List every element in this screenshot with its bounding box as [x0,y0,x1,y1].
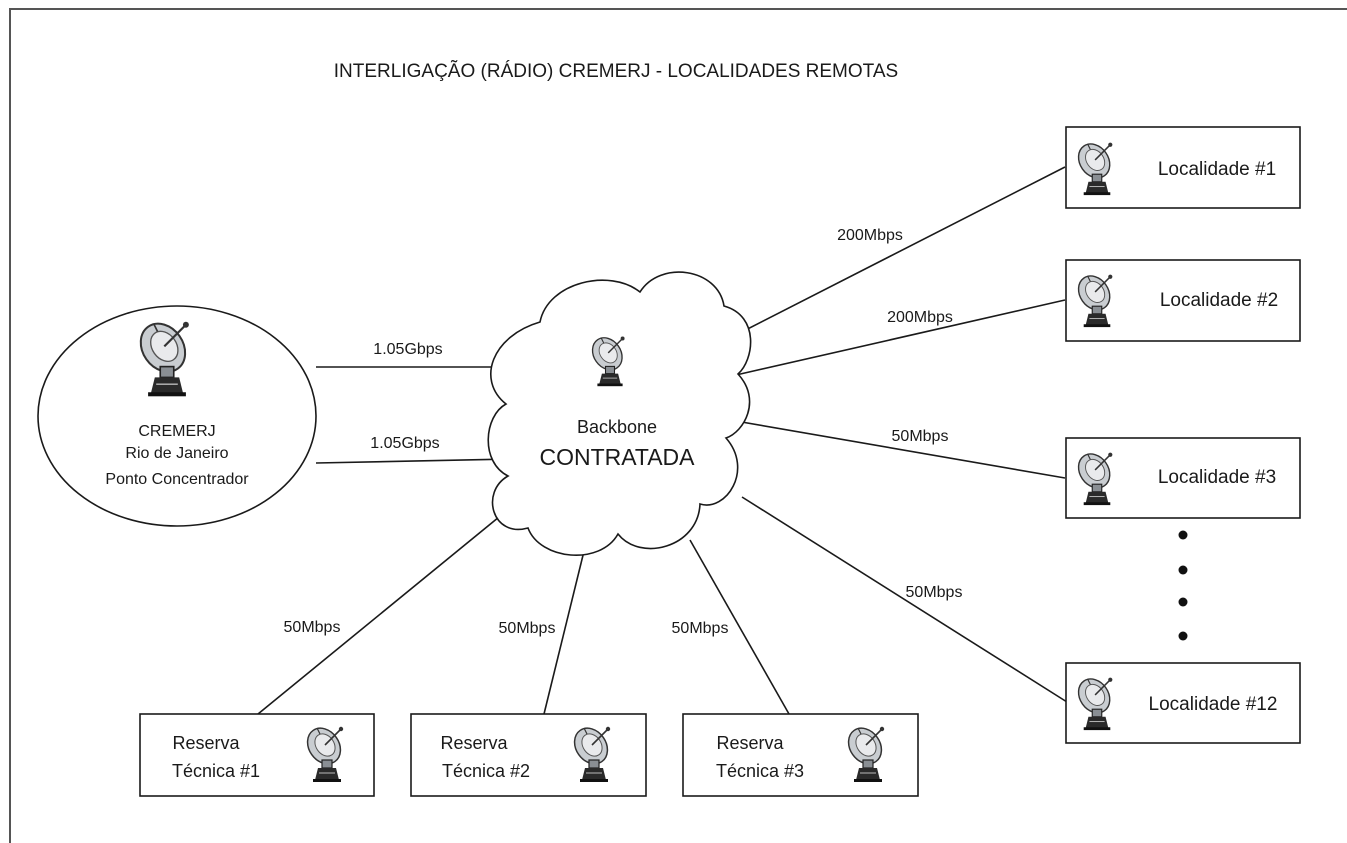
reserva-label: Reserva [440,733,508,753]
localidade-label: Localidade #2 [1160,290,1278,311]
backbone-cloud [487,271,752,556]
hub-label-name: CREMERJ [138,423,215,440]
backbone-sublabel: CONTRATADA [539,444,695,470]
reserva-label: Reserva [172,733,240,753]
hub-label-city: Rio de Janeiro [125,445,228,462]
reserva-label: Técnica #1 [172,761,260,781]
link-localidade-2 [735,299,1066,376]
link-reserva-3 [689,539,790,715]
reserva-label: Técnica #2 [442,761,530,781]
hub-label-role: Ponto Concentrador [105,471,249,488]
localidade-node: Localidade #3 [1065,437,1301,519]
reserva-node: Reserva Técnica #2 [410,713,647,797]
link-label-reserva-2: 50Mbps [499,620,556,637]
link-label-hub-2: 1.05Gbps [370,435,439,452]
link-label-localidade-3: 50Mbps [892,428,949,445]
link-label-reserva-1: 50Mbps [284,619,341,636]
diagram-title: INTERLIGAÇÃO (RÁDIO) CREMERJ - LOCALIDAD… [334,60,898,82]
link-reserva-1 [257,507,511,715]
link-hub-backbone-2 [315,458,511,464]
reserva-node: Reserva Técnica #1 [139,713,375,797]
backbone-label: Backbone [577,417,657,437]
reserva-node: Reserva Técnica #3 [682,713,919,797]
reserva-label: Técnica #3 [716,761,804,781]
localidade-label: Localidade #1 [1158,159,1276,180]
link-reserva-2 [543,542,587,715]
localidade-node: Localidade #2 [1065,259,1301,342]
link-label-localidade-1: 200Mbps [837,227,903,244]
link-localidade-3 [729,419,1066,479]
link-label-reserva-3: 50Mbps [672,620,729,637]
hub-ellipse [37,305,317,527]
link-label-hub-1: 1.05Gbps [373,341,442,358]
ellipsis-dots [1178,530,1188,641]
diagram-frame [9,8,1347,843]
link-label-localidade-2: 200Mbps [887,309,953,326]
link-localidade-12 [741,496,1068,703]
localidade-node: Localidade #1 [1065,126,1301,209]
localidade-label: Localidade #3 [1158,467,1276,488]
reserva-label: Reserva [716,733,784,753]
link-localidade-1 [727,166,1066,340]
link-label-localidade-12: 50Mbps [906,584,963,601]
localidade-node: Localidade #12 [1065,662,1301,744]
localidade-label: Localidade #12 [1149,694,1278,715]
